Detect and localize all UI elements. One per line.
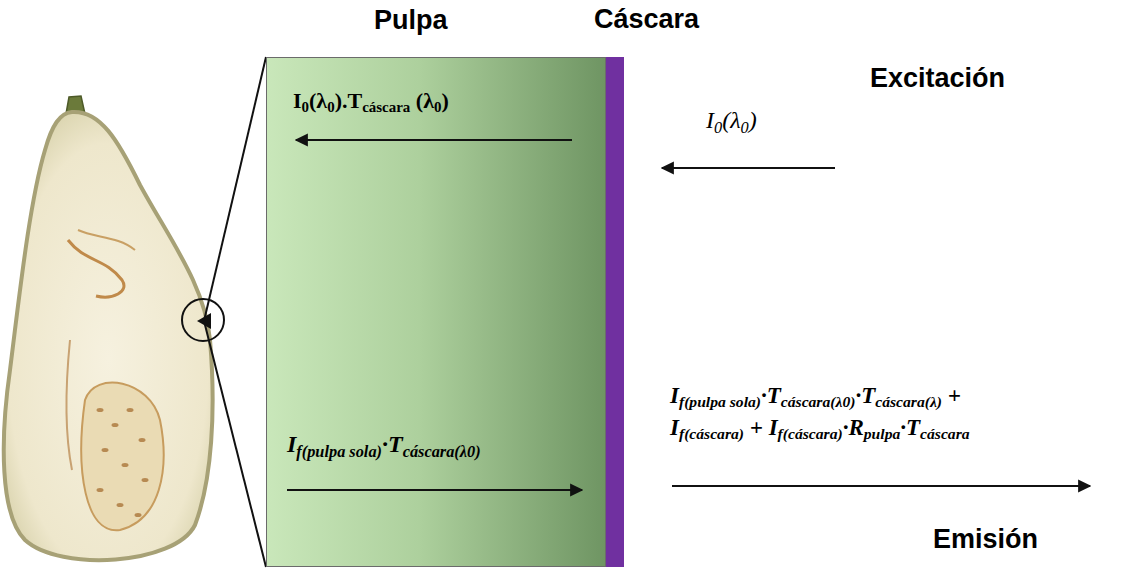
text-run: I: [670, 383, 679, 408]
eggplant-half: [4, 112, 213, 560]
subscript: cáscara(λ): [875, 393, 942, 410]
subscript: 0: [302, 99, 309, 115]
seed: [139, 438, 146, 442]
excitation-arrow: [662, 167, 835, 169]
text-run: ): [441, 88, 448, 113]
text-run: Cáscara: [594, 4, 699, 34]
subscript: cáscara(λ0): [781, 393, 856, 410]
seed: [135, 513, 142, 517]
text-run: I: [293, 88, 302, 113]
seed: [112, 423, 119, 427]
excitation-heading: Excitación: [870, 62, 1005, 94]
pulp-emission-formula: If(pulpa sola)·Tcáscara(λ0): [287, 430, 481, 461]
subscript: f(pulpa sola): [679, 393, 761, 410]
subscript: pulpa: [864, 426, 900, 443]
text-run: I: [706, 107, 714, 133]
seed: [97, 488, 104, 492]
text-run: (λ: [410, 88, 434, 113]
text-run: ·T: [900, 415, 920, 440]
region-heading: Pulpa: [374, 4, 448, 36]
text-run: Emisión: [933, 524, 1038, 554]
seed: [127, 408, 134, 412]
zoom-line: [204, 57, 266, 321]
text-anchor: Pulpa: [374, 4, 448, 36]
region-heading: Cáscara: [594, 3, 699, 35]
text-anchor: Cáscara: [594, 3, 699, 35]
seed-region: [81, 383, 163, 531]
seed: [142, 478, 149, 482]
pulp-band: PulpaI0(λ0).Tcáscara (λ0)If(pulpa sola)·…: [266, 57, 606, 567]
subscript: f(cáscara): [778, 426, 843, 443]
seed: [102, 448, 109, 452]
subscript: cáscara: [362, 99, 410, 115]
label-anchor: If(pulpa sola)·Tcáscara(λ0)·Tcáscara(λ) …: [670, 380, 970, 445]
subscript: f(pulpa sola): [296, 442, 382, 461]
text-run: ·T: [382, 431, 403, 457]
seed: [122, 463, 129, 467]
subscript: 0: [714, 118, 722, 137]
emission-arrow: [672, 485, 1090, 487]
text-run: ·R: [843, 415, 864, 440]
subscript: cáscara: [920, 426, 969, 443]
subscript: 0: [327, 99, 334, 115]
text-run: ).T: [335, 88, 363, 113]
text-anchor: If(pulpa sola)·Tcáscara(λ0): [287, 430, 481, 461]
text-run: (λ: [309, 88, 327, 113]
text-run: +: [942, 383, 961, 408]
zoom-pointer: [197, 313, 211, 329]
pulp-emission-arrow: [287, 489, 582, 491]
label-anchor: Emisión: [933, 523, 1038, 555]
total-emission-formula: If(pulpa sola)·Tcáscara(λ0)·Tcáscara(λ) …: [670, 380, 970, 445]
label-anchor: I0(λ0): [706, 106, 757, 137]
peel-band: Cáscara: [606, 57, 624, 567]
text-run: ): [749, 107, 757, 133]
excitation-formula: I0(λ0).Tcáscara (λ0): [293, 88, 449, 117]
zoom-line: [204, 321, 266, 567]
emission-heading: Emisión: [933, 523, 1038, 555]
flesh-mark: [67, 340, 73, 470]
text-run: I: [670, 415, 679, 440]
text-run: Pulpa: [374, 5, 448, 35]
flesh-mark: [78, 230, 135, 250]
subscript: 0: [741, 118, 749, 137]
text-run: ·T: [855, 383, 875, 408]
subscript: f(cáscara): [679, 426, 744, 443]
label-anchor: Excitación: [870, 62, 1005, 94]
seed: [117, 503, 124, 507]
transmitted-excitation-arrow: [296, 139, 572, 141]
text-run: ·T: [761, 383, 781, 408]
subscript: cáscara(λ0): [403, 442, 481, 461]
zoom-circle: [182, 299, 224, 341]
seeds: [97, 408, 149, 517]
text-run: I: [287, 431, 296, 457]
text-run: (λ: [722, 107, 740, 133]
text-run: Excitación: [870, 63, 1005, 93]
subscript: 0: [434, 99, 441, 115]
seed: [97, 408, 104, 412]
incident-intensity: I0(λ0): [706, 106, 757, 137]
text-anchor: I0(λ0).Tcáscara (λ0): [293, 88, 449, 117]
flesh-mark: [68, 240, 124, 297]
text-run: + I: [744, 415, 778, 440]
